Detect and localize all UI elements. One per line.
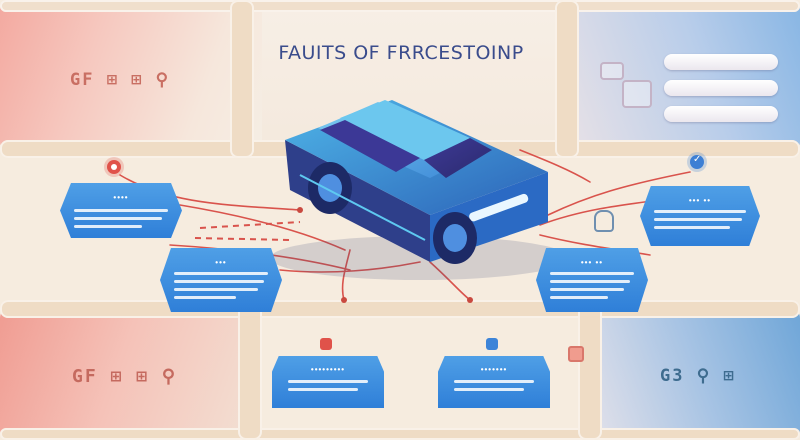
- card-text-line: [654, 210, 746, 213]
- info-card-right: ••• ••: [640, 186, 760, 246]
- frame-rail-vertical-1: [230, 0, 254, 158]
- page-title: FAUITS OF FRRCESTOINP: [278, 42, 524, 64]
- menu-bar-2: [664, 80, 778, 96]
- info-card-bottom-left: •••••••••: [272, 356, 384, 408]
- connector-line: [429, 261, 471, 301]
- pink-tab-marker: [568, 346, 584, 362]
- connector-line: [169, 244, 351, 271]
- connector-line: [547, 171, 691, 216]
- info-card-mid-right: ••• ••: [536, 248, 648, 312]
- location-pin-icon: [107, 160, 121, 174]
- blue-tab-marker: [486, 338, 498, 350]
- card-text-line: [550, 296, 608, 299]
- top-right-panel: [555, 0, 800, 152]
- card-heading: •••••••: [480, 365, 508, 374]
- info-card-mid-left: •••: [160, 248, 282, 312]
- connector-line: [539, 234, 651, 256]
- connector-line: [341, 249, 351, 301]
- magnet-icon: [594, 210, 614, 232]
- bottom-left-panel: [0, 308, 262, 440]
- card-text-line: [654, 218, 742, 221]
- connector-line: [279, 261, 421, 273]
- card-text-line: [454, 388, 524, 391]
- card-heading: ••• ••: [580, 258, 604, 267]
- card-text-line: [74, 209, 168, 212]
- card-text-line: [174, 272, 268, 275]
- menu-bar-3: [664, 106, 778, 122]
- frame-rail-vertical-2: [555, 0, 579, 158]
- card-text-line: [74, 225, 142, 228]
- card-text-line: [174, 296, 236, 299]
- frame-rail-top: [0, 0, 800, 12]
- card-heading: ••••: [113, 193, 129, 202]
- card-text-line: [174, 288, 258, 291]
- check-pin-icon: [690, 154, 704, 169]
- connector-dot: [341, 297, 347, 303]
- info-card-bottom-right: •••••••: [438, 356, 550, 408]
- card-text-line: [288, 388, 358, 391]
- info-card-left: ••••: [60, 183, 182, 238]
- frame-rail-vertical-4: [578, 300, 602, 440]
- mini-box-2: [622, 80, 652, 108]
- bottom-right-panel: [590, 308, 800, 440]
- menu-bar-1: [664, 54, 778, 70]
- card-heading: •••: [215, 258, 227, 267]
- connector-dot: [297, 207, 303, 213]
- connector-dash: [199, 221, 301, 229]
- card-text-line: [550, 288, 624, 291]
- frame-rail-vertical-3: [238, 300, 262, 440]
- glyph-strip-bottom-left: GF ⊞ ⊞ ⚲: [72, 366, 178, 387]
- glyph-strip-bottom-right: G3 ⚲ ⊞: [660, 366, 736, 386]
- connector-dash: [194, 237, 291, 241]
- connector-dot: [467, 297, 473, 303]
- top-left-panel: [0, 0, 262, 152]
- card-text-line: [654, 226, 730, 229]
- card-text-line: [454, 380, 534, 383]
- card-heading: ••• ••: [688, 196, 712, 205]
- card-text-line: [174, 280, 264, 283]
- mini-box-1: [600, 62, 624, 80]
- card-text-line: [550, 272, 634, 275]
- card-text-line: [288, 380, 368, 383]
- red-tab-marker: [320, 338, 332, 350]
- glyph-strip-top-left: GF ⊞ ⊞ ⚲: [70, 70, 171, 90]
- card-text-line: [550, 280, 630, 283]
- card-text-line: [74, 217, 162, 220]
- connector-line: [519, 149, 591, 183]
- card-heading: •••••••••: [310, 365, 346, 374]
